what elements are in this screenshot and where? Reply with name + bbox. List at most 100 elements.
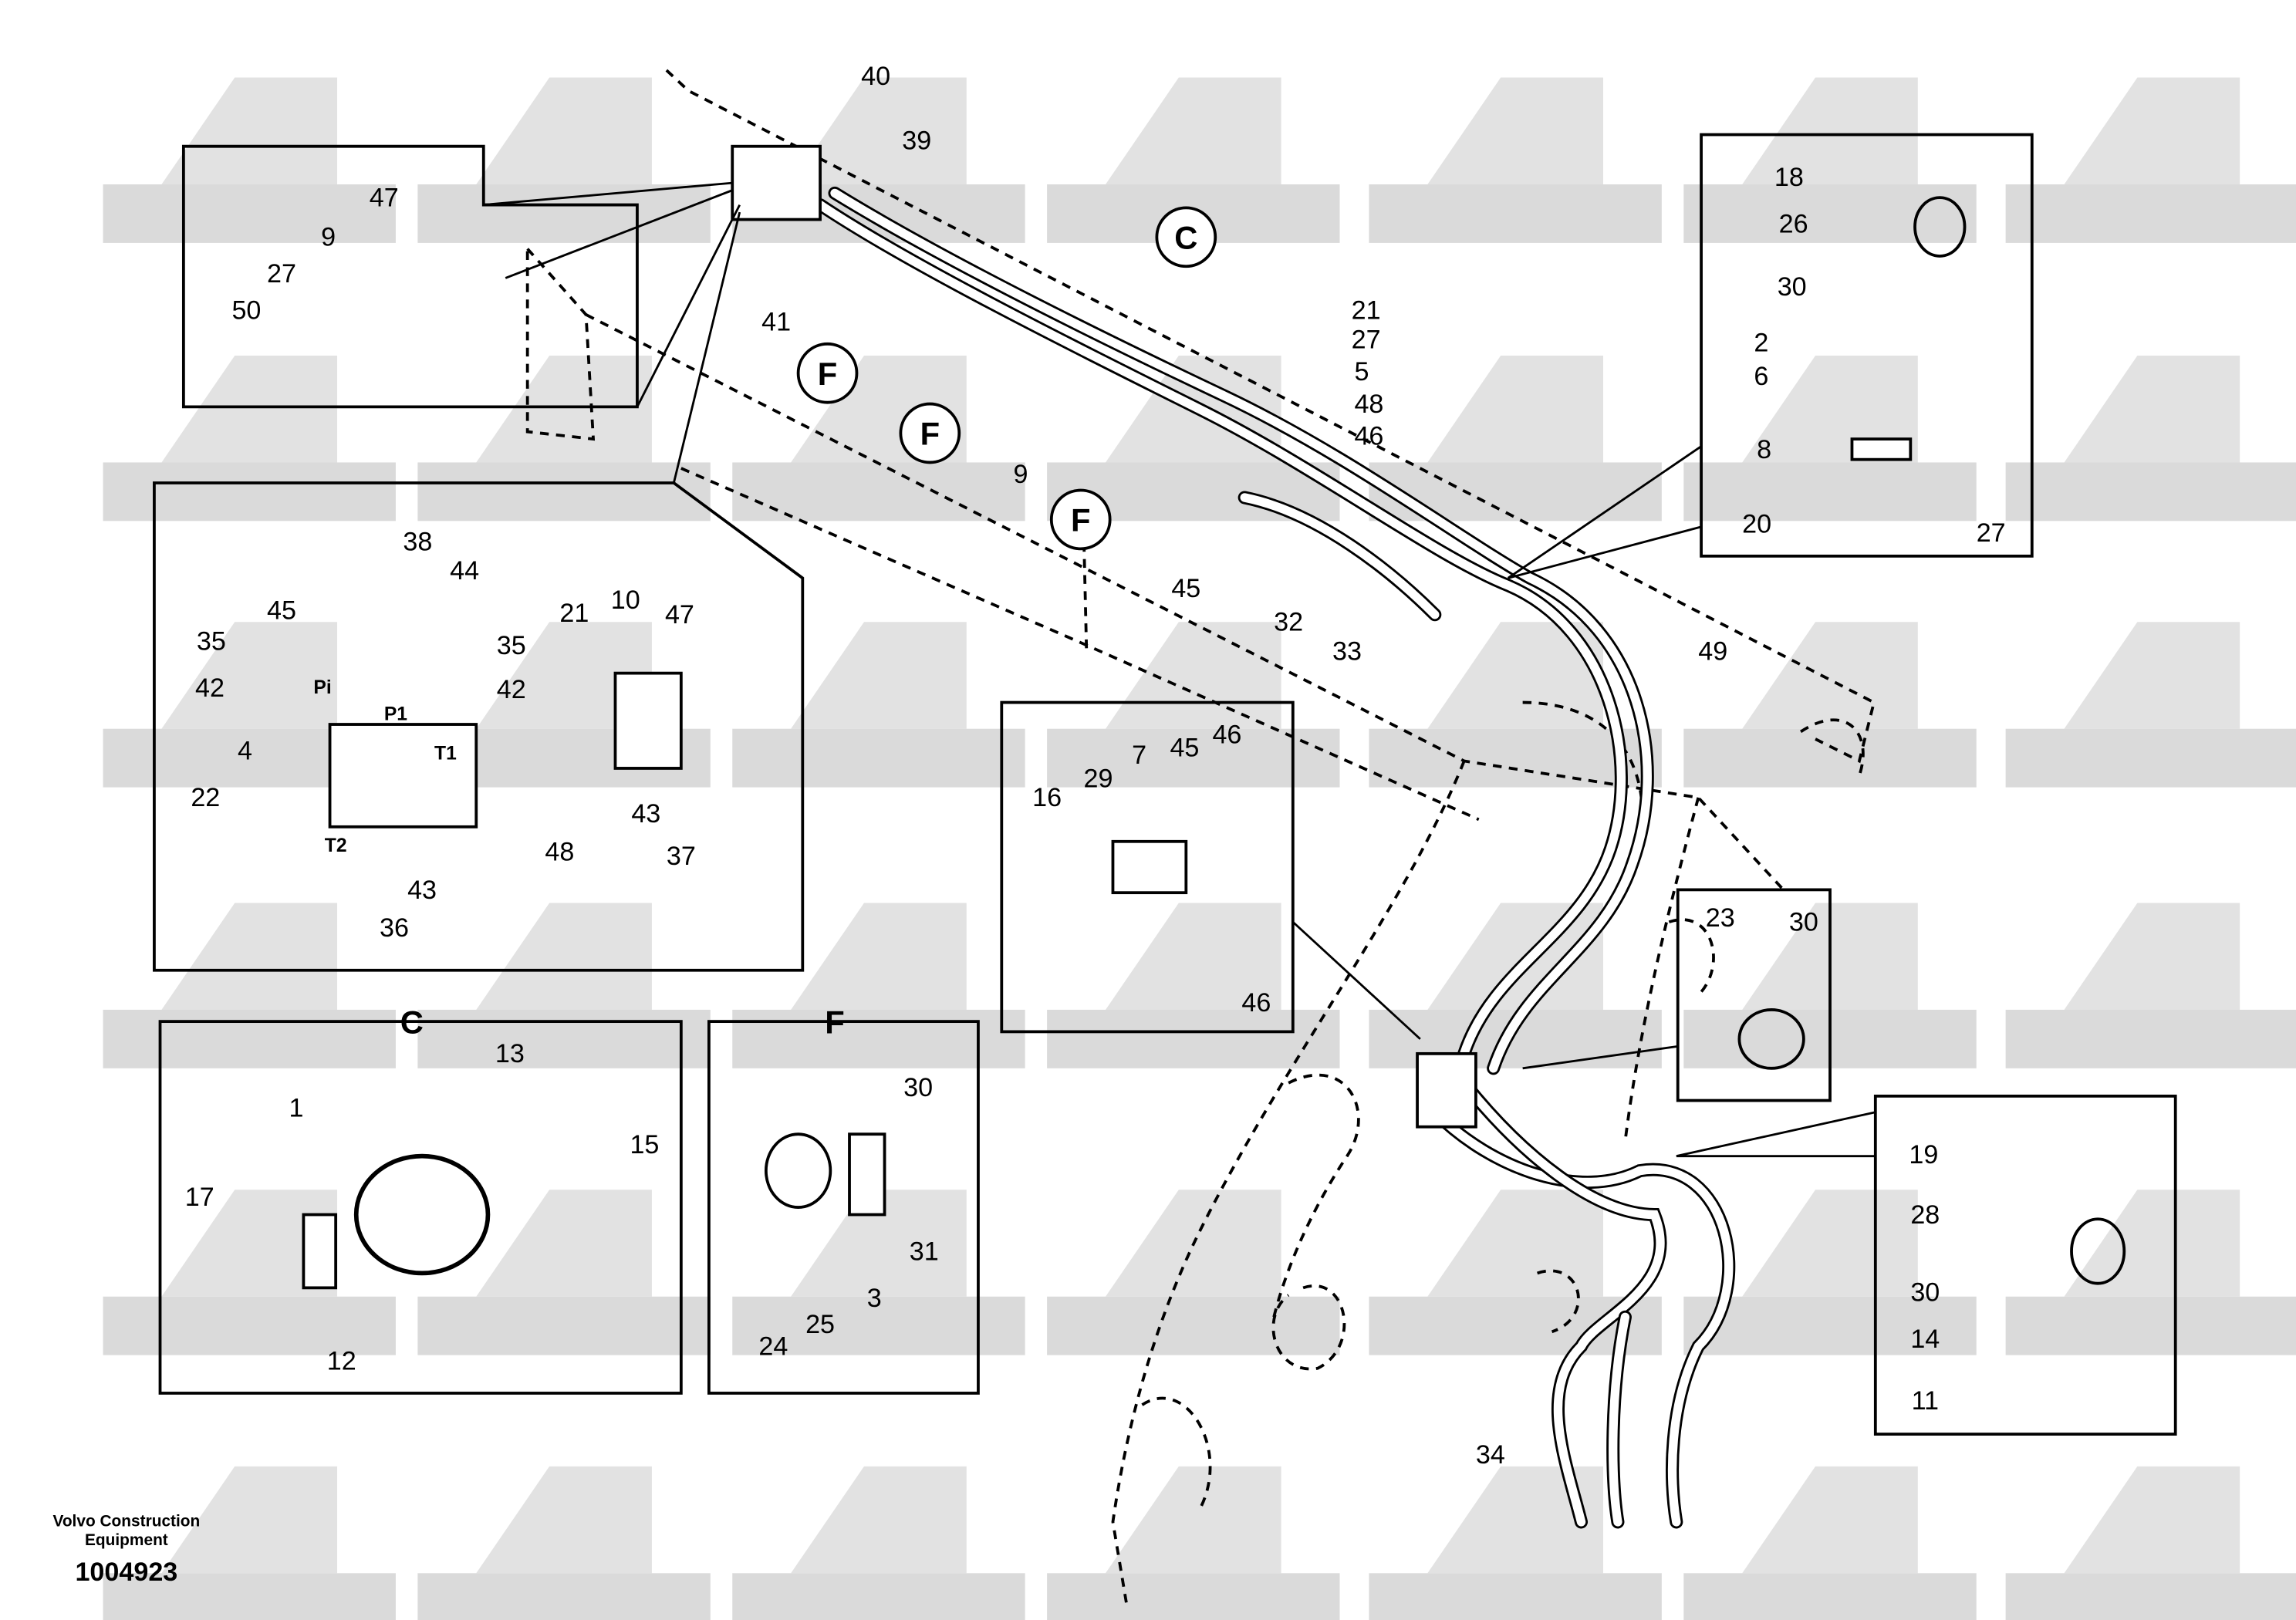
callout: 28: [1910, 1200, 1940, 1230]
watermark-band: [1683, 462, 1977, 521]
watermark-layer: [103, 77, 2296, 1620]
callout: 25: [805, 1310, 835, 1339]
callout: 10: [611, 586, 640, 615]
main-callouts: 40 39 41 21 27 5 48 46 9 45 32 33 49 34: [761, 62, 1727, 1470]
watermark-hexagon: [791, 622, 967, 729]
watermark-band: [2005, 1296, 2296, 1355]
inset-bracket-callouts: 23 30: [1706, 903, 1818, 937]
callout: 37: [667, 842, 696, 871]
callout: 47: [665, 600, 694, 629]
watermark-band: [1369, 1296, 1662, 1355]
watermark-band: [1683, 1296, 1977, 1355]
port-label-p1: P1: [384, 704, 407, 724]
watermark-hexagon: [161, 622, 338, 729]
watermark-hexagon: [791, 1190, 967, 1297]
watermark-band: [417, 184, 711, 243]
inset-f-callouts: 30 31 3 25 24: [758, 1073, 938, 1362]
callout: 46: [1241, 988, 1271, 1018]
hydraulic-hoses: [731, 144, 1736, 1529]
inset-frames: [153, 133, 2177, 1436]
watermark-hexagon: [161, 1466, 338, 1574]
watermark-hexagon: [476, 1466, 652, 1574]
inset-c-title: C: [400, 1004, 424, 1040]
watermark-hexagon: [2064, 355, 2240, 463]
callout: 32: [1274, 608, 1303, 637]
callout: 21: [1352, 296, 1381, 326]
inset-clamp-top-callouts: 18 26 30 2 6 8 20 27: [1742, 163, 2005, 548]
watermark-band: [2005, 462, 2296, 521]
watermark-band: [103, 184, 396, 243]
inset-topleft-callouts: 47 9 27 50: [231, 183, 398, 325]
watermark-band: [732, 1009, 1025, 1068]
watermark-hexagon: [1742, 1466, 1918, 1574]
callout: 18: [1774, 163, 1804, 192]
watermark-band: [417, 462, 711, 521]
callout: 16: [1032, 783, 1062, 812]
callout: 41: [761, 308, 791, 337]
callout: 34: [1476, 1440, 1505, 1470]
watermark-hexagon: [1427, 1466, 1603, 1574]
watermark-hexagon: [1427, 1190, 1603, 1297]
watermark-hexagon: [1427, 77, 1603, 185]
watermark-band: [732, 1296, 1025, 1355]
callout: 8: [1757, 435, 1771, 464]
callout: 22: [191, 783, 220, 812]
callout: 48: [545, 837, 574, 866]
callout: 24: [758, 1332, 788, 1362]
callout: 23: [1706, 903, 1735, 933]
callout: 7: [1132, 741, 1146, 770]
callout: 27: [1352, 325, 1381, 354]
callout: 13: [495, 1039, 525, 1068]
watermark-hexagon: [1105, 622, 1281, 729]
watermark-band: [1047, 1573, 1340, 1620]
watermark-band: [103, 1296, 396, 1355]
inset-f-title: F: [825, 1004, 844, 1040]
callout: 36: [380, 913, 409, 943]
watermark-hexagon: [2064, 903, 2240, 1010]
inset-block-callouts: 16 29 7 45 46 46: [1032, 721, 1271, 1018]
maker-name-line2: Equipment: [85, 1531, 168, 1549]
watermark-hexagon: [476, 77, 652, 185]
inset-c-callouts: 13 1 15 17 12: [185, 1039, 660, 1375]
watermark-hexagon: [1742, 355, 1918, 463]
maker-name: Volvo Construction: [52, 1513, 200, 1531]
watermark-hexagon: [161, 355, 338, 463]
callout: 30: [903, 1073, 933, 1102]
watermark-band: [1683, 184, 1977, 243]
callout: 27: [1977, 518, 2006, 548]
watermark-band: [2005, 184, 2296, 243]
section-marker-f: F: [920, 416, 940, 452]
footer: Volvo Construction Equipment 1004923: [52, 1513, 200, 1587]
watermark-band: [732, 462, 1025, 521]
callout: 19: [1909, 1140, 1938, 1169]
section-marker-f: F: [818, 356, 837, 392]
callout: 42: [195, 673, 225, 703]
watermark-hexagon: [791, 903, 967, 1010]
watermark-band: [1047, 728, 1340, 788]
watermark-band: [1369, 184, 1662, 243]
callout: 30: [1789, 908, 1818, 937]
callout: 35: [497, 631, 526, 660]
watermark-band: [103, 1573, 396, 1620]
callout: 4: [238, 737, 252, 766]
callout: 3: [867, 1284, 882, 1313]
watermark-band: [732, 1573, 1025, 1620]
watermark-hexagon: [1742, 622, 1918, 729]
callout: 38: [403, 527, 432, 556]
port-label-pi: Pi: [313, 677, 331, 698]
watermark-band: [2005, 1573, 2296, 1620]
callout: 9: [321, 223, 336, 252]
watermark-band: [1047, 1009, 1340, 1068]
callout: 5: [1354, 357, 1369, 386]
watermark-hexagon: [1427, 622, 1603, 729]
callout: 45: [1171, 574, 1200, 603]
watermark-hexagon: [1105, 77, 1281, 185]
watermark-hexagon: [1105, 903, 1281, 1010]
section-markers: C F F F C F: [400, 206, 1217, 1040]
callout: 35: [197, 626, 226, 656]
port-label-t2: T2: [325, 835, 347, 856]
callout: 33: [1332, 637, 1362, 667]
callout: 14: [1910, 1325, 1940, 1354]
watermark-band: [732, 728, 1025, 788]
